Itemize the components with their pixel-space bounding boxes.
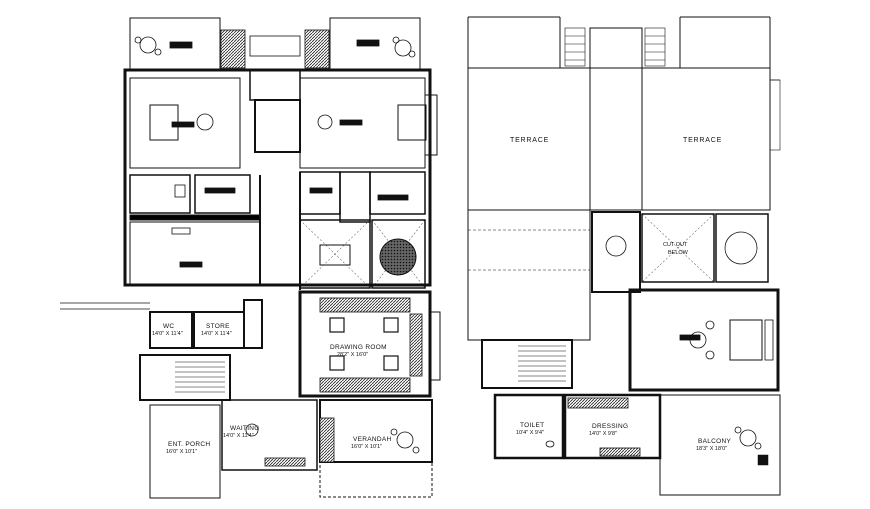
toilet-label: TOILET (520, 422, 544, 429)
waiting-size: 14'0" X 11'4" (223, 433, 254, 439)
first-floor-furniture (545, 320, 762, 450)
waiting-label: WAITING (230, 425, 260, 432)
ent-porch-size: 16'0" X 10'1" (166, 449, 197, 455)
ground-floor-furniture (134, 36, 427, 454)
store-size: 14'0" X 11'4" (201, 331, 232, 337)
drawing-room-size: 28'2" X 16'0" (337, 352, 368, 358)
balcony-size: 18'3" X 18'0" (696, 446, 727, 452)
cutout-label-line2: BELOW (668, 250, 689, 256)
dressing-size: 14'0" X 9'8" (589, 431, 617, 437)
terrace-left-label: TERRACE (510, 137, 549, 144)
wc-label: WC (163, 323, 174, 330)
balcony-label: BALCONY (698, 438, 732, 445)
store-label: STORE (206, 323, 230, 330)
wc-size: 14'0" X 11'4" (152, 331, 183, 337)
cutout-label-line1: CUT OUT (663, 242, 688, 248)
toilet-size: 10'4" X 9'4" (516, 430, 544, 436)
verandah-label: VERANDAH (353, 436, 392, 443)
ent-porch-label: ENT. PORCH (168, 441, 210, 448)
verandah-size: 16'0" X 10'1" (351, 444, 382, 450)
first-floor-labels: TERRACE TERRACE CUT OUT BELOW TOILET 10'… (510, 137, 732, 452)
first-floor-plan (467, 16, 781, 496)
terrace-right-label: TERRACE (683, 137, 722, 144)
drawing-room-label: DRAWING ROOM (330, 344, 387, 351)
ground-floor-labels: WC 14'0" X 11'4" STORE 14'0" X 11'4" DRA… (152, 323, 392, 455)
ground-floor-plan (60, 17, 441, 499)
dressing-label: DRESSING (592, 423, 628, 430)
